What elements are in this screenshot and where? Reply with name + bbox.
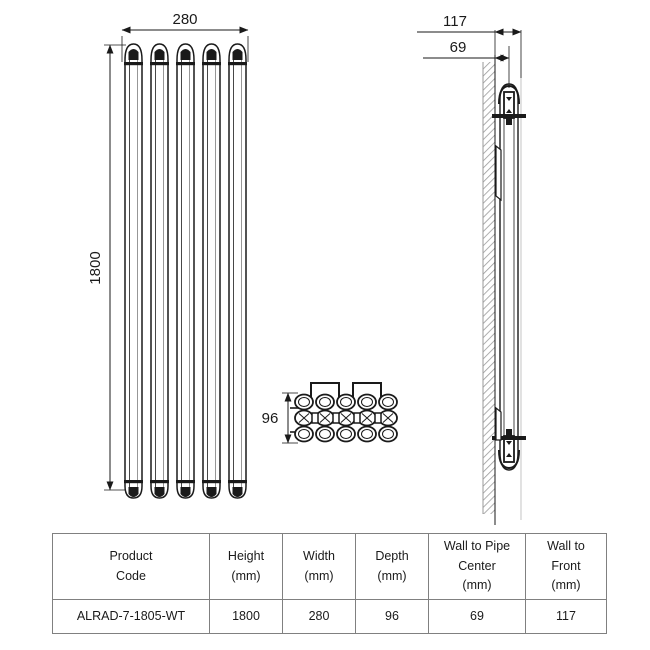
side-elevation-view: 117 69 bbox=[417, 13, 526, 525]
plan-column-5 bbox=[378, 393, 398, 443]
front-column-1 bbox=[124, 43, 143, 499]
plan-section-view: 96 bbox=[262, 382, 398, 444]
wall-to-front-dimension-label: 117 bbox=[443, 13, 467, 30]
cell-height: 1800 bbox=[209, 599, 283, 634]
header-wtf-line2: Front bbox=[551, 558, 581, 573]
plan-columns bbox=[294, 393, 398, 443]
table-row: ALRAD-7-1805-WT 1800 280 96 69 117 bbox=[52, 599, 607, 634]
wall-to-pipe-center-dimension: 69 bbox=[423, 39, 510, 88]
bottom-wall-bracket bbox=[495, 406, 502, 441]
header-height-line1: Height bbox=[227, 549, 265, 564]
front-column-3 bbox=[176, 43, 195, 499]
depth-dimension: 96 bbox=[262, 392, 298, 444]
header-wtp-line3: (mm) bbox=[462, 578, 492, 593]
header-depth: Depth (mm) bbox=[355, 533, 429, 600]
bottom-valve-bracket bbox=[492, 429, 526, 470]
specification-table: Product Code Height (mm) Width (mm) Dept… bbox=[52, 533, 607, 634]
header-wtp-line2: Center bbox=[458, 558, 496, 573]
front-column-2 bbox=[150, 43, 169, 499]
header-product-code-line2: Code bbox=[116, 568, 146, 583]
header-height-line2: (mm) bbox=[231, 568, 261, 583]
wall-section bbox=[482, 55, 496, 525]
wall-to-front-dimension: 117 bbox=[417, 13, 522, 78]
wall-to-pipe-center-dimension-label: 69 bbox=[450, 39, 467, 56]
cell-wall-to-front: 117 bbox=[525, 599, 607, 634]
header-wtf-line3: (mm) bbox=[551, 578, 581, 593]
header-width-line2: (mm) bbox=[304, 568, 334, 583]
header-width: Width (mm) bbox=[282, 533, 356, 600]
cell-product-code: ALRAD-7-1805-WT bbox=[52, 599, 210, 634]
plan-connectors bbox=[311, 412, 382, 424]
header-height: Height (mm) bbox=[209, 533, 283, 600]
header-wall-to-front: Wall to Front (mm) bbox=[525, 533, 607, 600]
header-wtf-line1: Wall to bbox=[547, 539, 585, 554]
plan-column-4 bbox=[357, 393, 377, 443]
height-dimension-label: 1800 bbox=[87, 251, 104, 284]
front-elevation-view: 280 1800 bbox=[87, 11, 249, 499]
header-product-code: Product Code bbox=[52, 533, 210, 600]
front-columns bbox=[124, 43, 247, 499]
header-depth-line1: Depth bbox=[375, 549, 409, 564]
cell-width: 280 bbox=[282, 599, 356, 634]
table-header-row: Product Code Height (mm) Width (mm) Dept… bbox=[52, 533, 607, 600]
header-depth-line2: (mm) bbox=[377, 568, 407, 583]
front-column-5 bbox=[228, 43, 247, 499]
width-dimension: 280 bbox=[121, 11, 249, 62]
width-dimension-label: 280 bbox=[172, 11, 197, 28]
header-width-line1: Width bbox=[303, 549, 335, 564]
header-wtp-line1: Wall to Pipe bbox=[443, 539, 511, 554]
cell-wall-to-pipe-center: 69 bbox=[428, 599, 526, 634]
front-column-4 bbox=[202, 43, 221, 499]
header-product-code-line1: Product bbox=[109, 549, 153, 564]
top-wall-bracket bbox=[495, 144, 502, 202]
header-wall-to-pipe-center: Wall to Pipe Center (mm) bbox=[428, 533, 526, 600]
cell-depth: 96 bbox=[355, 599, 429, 634]
plan-column-1 bbox=[294, 393, 314, 443]
plan-column-3 bbox=[336, 393, 356, 443]
depth-dimension-label: 96 bbox=[262, 410, 279, 427]
height-dimension: 1800 bbox=[87, 44, 126, 491]
